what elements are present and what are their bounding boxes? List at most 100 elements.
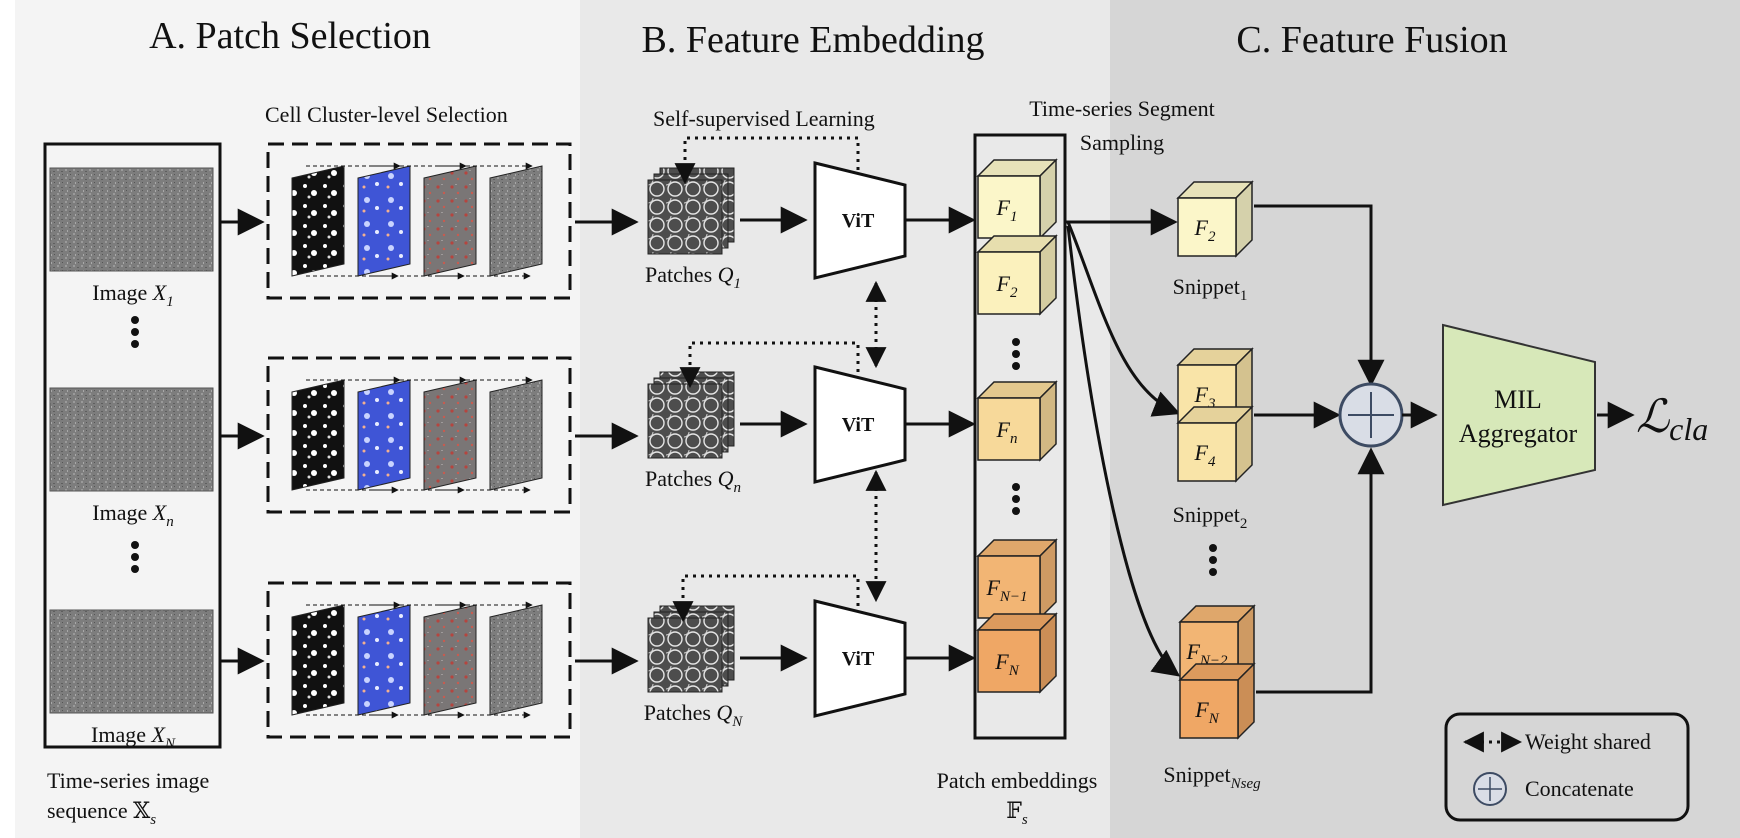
ellipsis-dot: [1012, 495, 1020, 503]
patch-image: [647, 179, 723, 255]
snippet-cube: F2: [1176, 180, 1254, 258]
patches-label: Patches Qn: [645, 466, 741, 496]
selection-layer: [489, 165, 543, 277]
vit-label: ViT: [842, 648, 875, 670]
ellipsis-dot: [1012, 338, 1020, 346]
ellipsis-dot: [1012, 483, 1020, 491]
ellipsis-dot: [131, 316, 139, 324]
cube-front: [1179, 679, 1239, 739]
vit-encoder: [813, 599, 907, 718]
cube-front: [977, 175, 1041, 239]
vit-label: ViT: [842, 210, 875, 232]
ssl-label: Self-supervised Learning: [653, 106, 875, 131]
patches-label: Patches QN: [644, 700, 744, 730]
microscopy-image: [49, 167, 214, 272]
ellipsis-dot: [131, 565, 139, 573]
sequence-label-line2: sequence 𝕏s: [47, 798, 156, 828]
selection-layer: [357, 379, 411, 491]
selection-layer: [489, 379, 543, 491]
selection-layer: [423, 379, 477, 491]
embeddings-label-line1: Patch embeddings: [937, 768, 1098, 793]
ellipsis-dot: [131, 553, 139, 561]
ellipsis-dot: [1209, 568, 1217, 576]
image-label: Image X1: [92, 280, 173, 310]
sampling-label-line2: Sampling: [1080, 130, 1164, 155]
section-c-title: C. Feature Fusion: [1236, 19, 1507, 61]
cube-front: [1177, 422, 1237, 482]
microscopy-image: [49, 387, 214, 492]
image-label: Image Xn: [92, 500, 173, 530]
cube-label: FN−1: [985, 575, 1027, 605]
patches-label: Patches Q1: [645, 262, 741, 292]
embedding-cube: Fn: [976, 380, 1058, 462]
microscopy-image: [49, 609, 214, 714]
concatenate-node: [1338, 382, 1404, 448]
section-a-title: A. Patch Selection: [149, 15, 431, 57]
aggregator-label-line2: Aggregator: [1459, 419, 1578, 448]
mil-aggregator: [1442, 323, 1596, 507]
snippet-cube: F4: [1176, 405, 1254, 483]
cube-label: FN: [994, 649, 1019, 679]
embedding-cube: F1: [976, 158, 1058, 240]
legend-weight-shared-label: Weight shared: [1525, 729, 1651, 754]
embeddings-label-line2: 𝔽s: [1006, 798, 1028, 828]
selection-layer: [357, 165, 411, 277]
cluster-selection-label: Cell Cluster-level Selection: [265, 102, 508, 127]
ssl-loop-middle: [679, 341, 860, 389]
patch-stack: [647, 371, 735, 459]
legend-concatenate-icon: [1473, 772, 1507, 806]
cube-front: [977, 555, 1041, 619]
selection-layer: [423, 165, 477, 277]
cube-label: FN: [1194, 697, 1219, 727]
patch-stack: [647, 605, 735, 693]
snippet-label: Snippet2: [1173, 502, 1248, 532]
ellipsis-dot: [1012, 362, 1020, 370]
patch-stack: [647, 167, 735, 255]
cube-front: [977, 397, 1041, 461]
cube-label: F2: [996, 271, 1018, 301]
snippet-label: Snippet1: [1173, 274, 1248, 304]
legend-box: [1444, 712, 1690, 822]
embedding-column-frame: [973, 133, 1067, 740]
section-b-title: B. Feature Embedding: [642, 19, 985, 61]
vit-label: ViT: [842, 414, 875, 436]
selection-layer: [357, 604, 411, 716]
legend-concatenate-label: Concatenate: [1525, 776, 1634, 801]
ssl-loop-bottom: [672, 574, 860, 623]
image-sequence-frame: [43, 142, 222, 749]
selection-layer: [291, 604, 345, 716]
selection-layer-stack: [291, 376, 543, 494]
vit-encoder: [813, 365, 907, 484]
cube-label: F3: [1194, 382, 1216, 412]
ellipsis-dot: [1209, 556, 1217, 564]
ellipsis-dot: [1012, 507, 1020, 515]
snippet-cube: FN: [1178, 662, 1256, 740]
selection-layer: [291, 165, 345, 277]
cluster-selection-box: [266, 581, 572, 739]
embedding-cube: FN: [976, 612, 1058, 694]
cube-label: Fn: [996, 417, 1018, 447]
cube-label: F4: [1194, 440, 1216, 470]
embedding-cube: FN−1: [976, 538, 1058, 620]
sampling-label-line1: Time-series Segment: [1029, 96, 1215, 121]
sampling-arrow-2: [1066, 221, 1181, 417]
ellipsis-dot: [1012, 350, 1020, 358]
aggregator-label-line1: MIL: [1494, 385, 1542, 414]
ssl-loop-top: [674, 136, 860, 185]
snippet-label: SnippetNseg: [1163, 762, 1261, 792]
patch-image: [647, 617, 723, 693]
selection-layer: [291, 379, 345, 491]
loss-label: ℒcla: [1636, 391, 1708, 447]
sequence-label-line1: Time-series image: [47, 768, 209, 793]
selection-layer: [489, 604, 543, 716]
selection-layer-stack: [291, 162, 543, 280]
ellipsis-dot: [1209, 544, 1217, 552]
cube-front: [977, 629, 1041, 693]
cube-front: [977, 251, 1041, 315]
snippetN-to-concat: [1256, 447, 1385, 694]
cluster-selection-box: [266, 356, 572, 514]
selection-layer: [423, 604, 477, 716]
ellipsis-dot: [131, 340, 139, 348]
